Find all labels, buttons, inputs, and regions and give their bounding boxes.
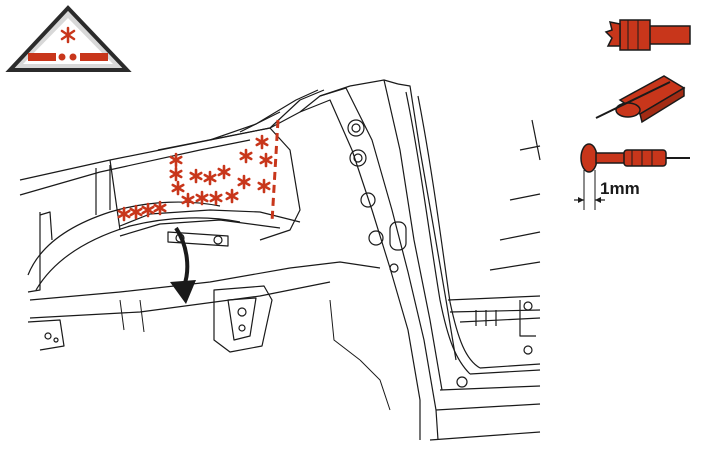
spot-weld-marker <box>169 166 183 182</box>
panel-bar-right <box>80 53 108 61</box>
panel-bar-left <box>28 53 56 61</box>
floor-section-lines <box>119 299 391 411</box>
spot-weld-marker <box>169 152 183 168</box>
curved-arrow-down-icon <box>170 226 196 304</box>
cut-line <box>270 119 280 223</box>
spot-weld-markers <box>117 134 273 222</box>
spot-weld-marker <box>239 148 253 164</box>
spot-weld-marker <box>203 170 217 186</box>
cut-depth-label: 1mm <box>600 179 640 198</box>
spot-weld-symbol-triangle-icon <box>5 5 132 72</box>
spot-weld-marker <box>209 190 223 206</box>
spot-weld-marker <box>259 152 273 168</box>
spot-weld-marker <box>217 164 231 180</box>
spot-weld-marker <box>237 174 251 190</box>
spot-weld-marker <box>181 192 195 208</box>
vehicle-body-structure <box>19 79 541 441</box>
spot-weld-drill-bit-icon <box>604 19 691 51</box>
spot-weld-marker <box>257 178 271 194</box>
spot-weld-marker <box>171 180 185 196</box>
grinding-tool-icon <box>595 75 686 124</box>
spot-weld-marker <box>117 206 131 222</box>
spot-weld-marker <box>141 202 155 218</box>
spot-weld-marker <box>255 134 269 150</box>
spot-weld-marker <box>129 204 143 220</box>
weld-star-symbol <box>60 26 76 44</box>
spot-weld-marker <box>189 168 203 184</box>
spot-weld-cutter-icon <box>574 143 690 210</box>
spot-weld-marker <box>195 190 209 206</box>
spot-weld-marker <box>153 200 167 216</box>
spot-weld-marker <box>225 188 239 204</box>
